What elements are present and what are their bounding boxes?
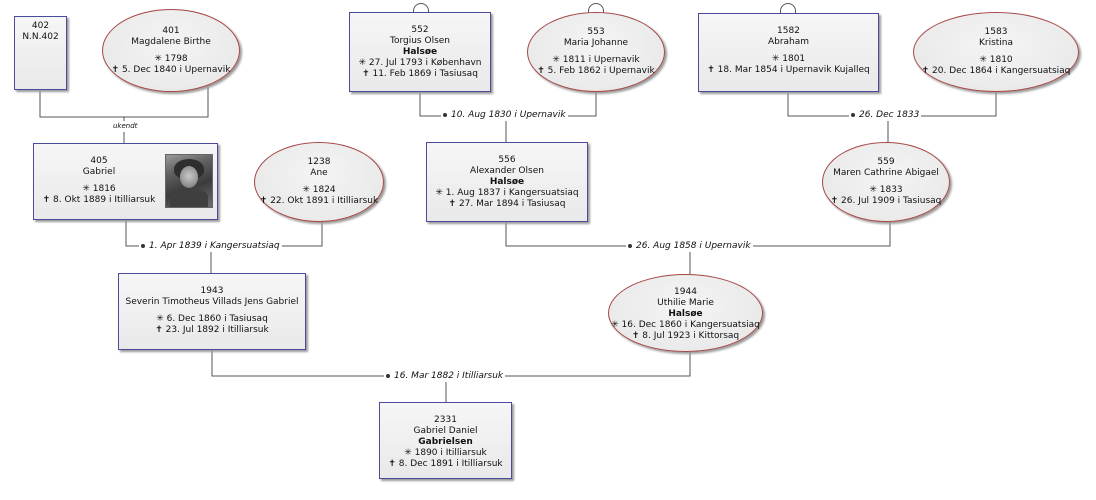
person-death: ✝ 8. Okt 1889 i Itilliarsuk [42, 195, 156, 205]
person-box-1582[interactable]: 1582 Abraham ✳ 1801 ✝ 18. Mar 1854 i Upe… [698, 13, 879, 92]
marriage-label: 26. Aug 1858 i Upernavik [626, 241, 753, 252]
person-box-552[interactable]: 552 Torgius Olsen Halsøe ✳ 27. Jul 1793 … [349, 12, 491, 92]
marriage-dot-icon [628, 243, 632, 248]
person-birth: ✳ 1. Aug 1837 i Kangersuatsiaq [435, 188, 579, 198]
person-id: 405 [90, 156, 108, 166]
person-id: 1582 [777, 26, 800, 36]
portrait-face [180, 166, 198, 188]
person-id: 1944 [674, 287, 697, 297]
marriage-label: ukendt [111, 121, 140, 132]
person-name: Maren Cathrine Abigael [833, 168, 939, 178]
marriage-dot-icon [386, 373, 390, 378]
marriage-date: 16. Mar 1882 i Itilliarsuk [394, 371, 504, 381]
person-name: Abraham [767, 37, 810, 47]
marriage-label: 26. Dec 1833 [849, 110, 922, 121]
person-birth: ✳ 1798 [154, 54, 188, 64]
person-name: Ane [310, 168, 328, 178]
person-id: 556 [498, 155, 516, 165]
loop-marker [413, 3, 429, 14]
person-surname: Halsøe [402, 47, 438, 57]
person-name: N.N.402 [22, 32, 59, 42]
marriage-date: 26. Aug 1858 i Upernavik [636, 241, 751, 251]
person-surname: Halsøe [489, 177, 525, 187]
person-id: 552 [411, 25, 429, 35]
person-birth: ✳ 6. Dec 1860 i Tasiusaq [156, 314, 268, 324]
portrait-body [170, 189, 208, 207]
person-id: 559 [877, 157, 895, 167]
person-oval-1238[interactable]: 1238 Ane ✳ 1824 ✝ 22. Okt 1891 i Itillia… [254, 142, 384, 222]
person-birth: ✳ 1890 i Itilliarsuk [404, 448, 487, 458]
person-birth: ✳ 1833 [869, 185, 903, 195]
person-birth: ✳ 16. Dec 1860 i Kangersuatsiaq [611, 320, 760, 330]
portrait-photo[interactable] [165, 154, 213, 208]
person-death: ✝ 18. Mar 1854 i Upernavik Kujalleq [707, 65, 870, 75]
person-box-556[interactable]: 556 Alexander Olsen Halsøe ✳ 1. Aug 1837… [426, 142, 588, 222]
person-death: ✝ 5. Feb 1862 i Upernavik [537, 66, 655, 76]
person-birth: ✳ 27. Jul 1793 i København [358, 58, 482, 68]
person-name: Kristina [978, 38, 1014, 48]
person-death: ✝ 5. Dec 1840 i Upernavik [111, 65, 231, 75]
person-death: ✝ 23. Jul 1892 i Itilliarsuk [155, 325, 269, 335]
person-name: Uthilie Marie [657, 298, 714, 308]
person-oval-401[interactable]: 401 Magdalene Birthe ✳ 1798 ✝ 5. Dec 184… [102, 9, 240, 92]
person-death: ✝ 8. Dec 1891 i Itilliarsuk [388, 459, 503, 469]
person-name: Magdalene Birthe [131, 37, 211, 47]
person-id: 1583 [984, 27, 1008, 37]
person-oval-1583[interactable]: 1583 Kristina ✳ 1810 ✝ 20. Dec 1864 i Ka… [913, 12, 1079, 92]
person-box-1943[interactable]: 1943 Severin Timotheus Villads Jens Gabr… [118, 273, 306, 350]
person-death: ✝ 22. Okt 1891 i Itilliarsuk [259, 196, 379, 206]
person-name: Alexander Olsen [470, 166, 544, 176]
person-birth: ✳ 1801 [771, 54, 806, 64]
person-death: ✝ 26. Jul 1909 i Tasiusaq [830, 196, 942, 206]
person-birth: ✳ 1816 [82, 184, 116, 194]
person-name: Torgius Olsen [390, 36, 450, 46]
person-id: 1238 [307, 157, 331, 167]
person-name: Severin Timotheus Villads Jens Gabriel [125, 297, 299, 307]
person-id: 2331 [434, 415, 457, 425]
person-surname: Gabrielsen [418, 437, 473, 447]
person-death: ✝ 8. Jul 1923 i Kittorsaq [631, 331, 740, 341]
person-name: Gabriel [82, 167, 116, 177]
person-box-2331[interactable]: 2331 Gabriel Daniel Gabrielsen ✳ 1890 i … [379, 402, 512, 479]
marriage-label: 10. Aug 1830 i Upernavik [441, 110, 568, 121]
person-death: ✝ 20. Dec 1864 i Kangersuatsiaq [921, 66, 1071, 76]
marriage-dot-icon [141, 243, 145, 248]
person-name: Maria Johanne [563, 38, 629, 48]
person-box-402[interactable]: 402 N.N.402 [14, 16, 67, 90]
marriage-dot-icon [443, 112, 447, 117]
marriage-date: 26. Dec 1833 [859, 110, 920, 120]
person-box-405[interactable]: 405 Gabriel ✳ 1816 ✝ 8. Okt 1889 i Itill… [33, 143, 218, 220]
person-death: ✝ 27. Mar 1894 i Tasiusaq [448, 199, 566, 209]
marriage-date: 1. Apr 1839 i Kangersuatsiaq [149, 241, 280, 251]
person-birth: ✳ 1811 i Upernavik [552, 55, 640, 65]
marriage-date: 10. Aug 1830 i Upernavik [451, 110, 566, 120]
person-name: Gabriel Daniel [413, 426, 478, 436]
person-oval-553[interactable]: 553 Maria Johanne ✳ 1811 i Upernavik ✝ 5… [527, 12, 665, 92]
loop-marker [780, 3, 796, 14]
person-oval-559[interactable]: 559 Maren Cathrine Abigael ✳ 1833 ✝ 26. … [822, 142, 950, 222]
person-surname: Halsøe [668, 309, 703, 319]
person-oval-1944[interactable]: 1944 Uthilie Marie Halsøe ✳ 16. Dec 1860… [608, 274, 763, 352]
person-birth: ✳ 1824 [302, 185, 336, 195]
marriage-label: 16. Mar 1882 i Itilliarsuk [384, 371, 506, 382]
person-id: 401 [162, 26, 180, 36]
loop-marker [588, 3, 604, 14]
marriage-label: 1. Apr 1839 i Kangersuatsiaq [139, 241, 282, 252]
person-id: 402 [31, 21, 50, 31]
person-id: 553 [587, 27, 605, 37]
person-death: ✝ 11. Feb 1869 i Tasiusaq [362, 69, 478, 79]
person-birth: ✳ 1810 [979, 55, 1013, 65]
person-id: 1943 [200, 286, 224, 296]
marriage-dot-icon [851, 112, 855, 117]
